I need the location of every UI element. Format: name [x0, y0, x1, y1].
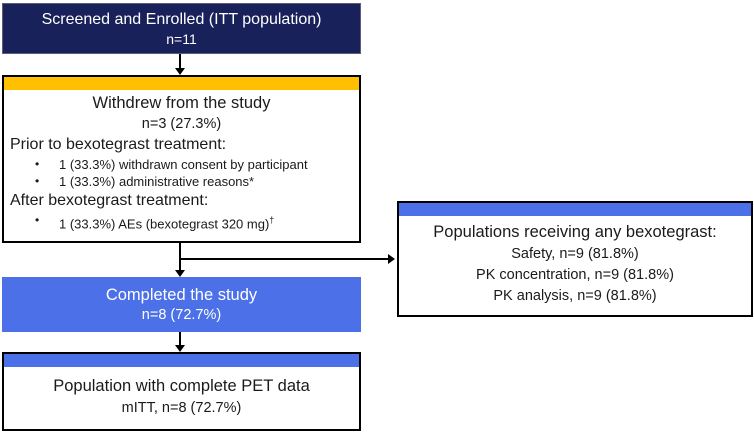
connector-branch-populations-arrowhead-icon	[388, 254, 395, 264]
withdrew-prior-bullet-2: • 1 (33.3%) administrative reasons*	[4, 173, 359, 190]
populations-safety: Safety, n=9 (81.8%)	[511, 246, 639, 262]
populations-pk-concentration: PK concentration, n=9 (81.8%)	[476, 267, 674, 283]
withdrew-after-bullet-1: • 1 (33.3%) AEs (bexotegrast 320 mg)†	[4, 212, 359, 232]
enrolled-count: n=11	[166, 31, 197, 47]
withdrew-prior-bullet-1-text: 1 (33.3%) withdrawn consent by participa…	[59, 157, 308, 172]
withdrew-count: n=3 (27.3%)	[141, 116, 222, 132]
populations-pk-analysis: PK analysis, n=9 (81.8%)	[493, 288, 657, 304]
populations-box: Populations receiving any bexotegrast: S…	[397, 201, 753, 317]
enrolled-box: Screened and Enrolled (ITT population) n…	[2, 3, 361, 54]
withdrew-box: Withdrew from the study n=3 (27.3%) Prio…	[2, 75, 361, 243]
withdrew-prior-heading: Prior to bexotegrast treatment:	[10, 136, 227, 153]
connector-withdrew-completed-line	[179, 243, 181, 270]
completed-box: Completed the study n=8 (72.7%)	[2, 277, 361, 332]
withdrew-after-bullet-1-text: 1 (33.3%) AEs (bexotegrast 320 mg)†	[59, 212, 274, 232]
dagger-footnote-marker: †	[269, 215, 275, 225]
populations-title: Populations receiving any bexotegrast:	[433, 223, 717, 241]
connector-withdrew-completed-arrowhead-icon	[175, 270, 185, 277]
connector-enrolled-withdrew-arrowhead-icon	[175, 68, 185, 75]
pet-title: Population with complete PET data	[53, 377, 310, 395]
bullet-icon: •	[35, 157, 40, 171]
enrolled-title: Screened and Enrolled (ITT population)	[41, 11, 322, 28]
bullet-icon: •	[35, 174, 40, 188]
withdrew-title: Withdrew from the study	[92, 94, 271, 112]
populations-accent-bar	[399, 203, 751, 216]
pet-count: mITT, n=8 (72.7%)	[121, 400, 242, 416]
completed-count: n=8 (72.7%)	[141, 307, 222, 323]
connector-branch-populations-line	[179, 258, 388, 260]
withdrew-prior-bullet-1: • 1 (33.3%) withdrawn consent by partici…	[4, 156, 359, 173]
completed-title: Completed the study	[105, 286, 258, 304]
after-bullet-text: 1 (33.3%) AEs (bexotegrast 320 mg)	[59, 216, 270, 232]
bullet-icon: •	[35, 213, 40, 227]
withdrew-accent-bar	[4, 77, 359, 90]
withdrew-after-heading: After bexotegrast treatment:	[10, 192, 209, 209]
connector-enrolled-withdrew-line	[179, 54, 181, 69]
withdrew-prior-bullet-2-text: 1 (33.3%) administrative reasons*	[59, 174, 255, 189]
connector-completed-pet-line	[179, 332, 181, 346]
connector-completed-pet-arrowhead-icon	[175, 345, 185, 352]
pet-accent-bar	[4, 354, 359, 367]
pet-data-box: Population with complete PET data mITT, …	[2, 352, 361, 431]
